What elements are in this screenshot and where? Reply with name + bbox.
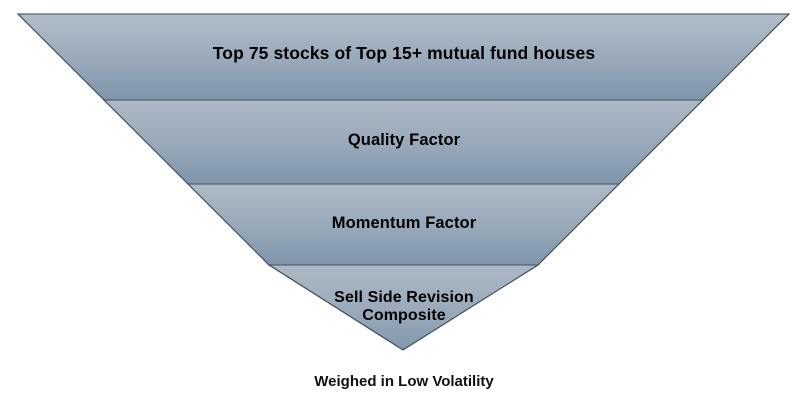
funnel-band-1 bbox=[16, 13, 791, 101]
funnel-band-2 bbox=[102, 99, 705, 185]
funnel-band-4 bbox=[267, 264, 540, 351]
funnel-band-3 bbox=[186, 183, 621, 266]
funnel-caption: Weighed in Low Volatility bbox=[314, 373, 494, 390]
